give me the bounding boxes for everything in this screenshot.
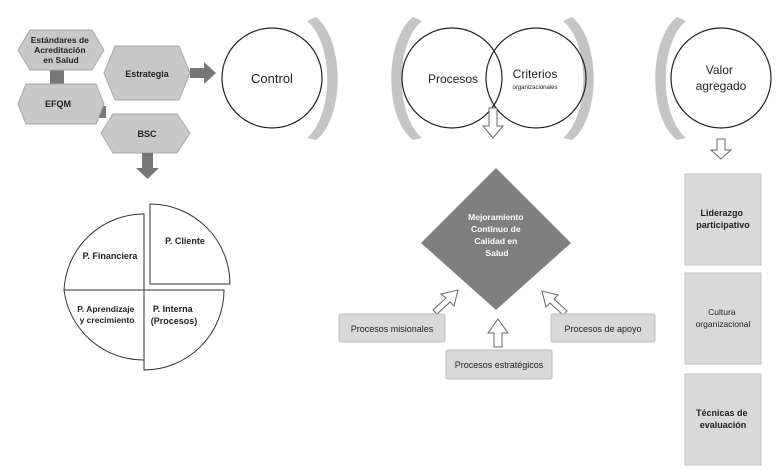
box-cultura-line-1: Cultura <box>708 307 736 317</box>
svg-text:Mejoramiento Continuo de: Mejoramiento Continuo de Calidad en Salu… <box>468 212 526 258</box>
hex-standards <box>17 29 105 71</box>
diamond-line-4: Salud <box>485 248 508 258</box>
hex-standards-line-2: Acreditación <box>34 45 86 55</box>
hex-efqm <box>17 83 105 125</box>
value-line-2: agregado <box>696 79 747 93</box>
value-circle <box>670 27 772 129</box>
box-liderazgo-line-1: Liderazgo <box>700 208 743 218</box>
pie-internal <box>143 289 225 371</box>
box-misionales <box>338 313 446 343</box>
pie-learning <box>63 289 145 361</box>
value-line-1: Valor <box>706 63 733 77</box>
arrow-bsc-down <box>136 153 159 179</box>
box-tecnicas <box>684 373 762 466</box>
hex-strategy <box>103 45 191 101</box>
pie-financial-label: P. Financiera <box>83 251 139 261</box>
box-cultura <box>684 272 762 365</box>
svg-text:Liderazgo participativo: Liderazgo participativo <box>696 208 750 230</box>
processes-circle <box>401 27 503 129</box>
svg-text:Valor agregado: Valor agregado <box>696 63 747 93</box>
control-circle <box>221 27 323 129</box>
pie-learning-line-2: y crecimiento <box>80 315 135 325</box>
perspectives-pie <box>63 203 231 371</box>
hex-standards-line-3: en Salud <box>43 55 78 65</box>
pie-financial <box>63 213 145 291</box>
hex-strategy-label: Estrategia <box>125 69 170 79</box>
criteria-right-arc <box>563 17 594 140</box>
arrow-apoyo <box>541 290 568 316</box>
box-tecnicas-line-2: evaluación <box>700 420 747 430</box>
svg-text:P. Aprendizaje y crecimien: P. Aprendizaje y crecimiento <box>77 304 137 325</box>
svg-text:Técnicas de evaluación: Técnicas de evaluación <box>696 408 750 430</box>
control-label: Control <box>251 71 293 86</box>
diamond-line-2: Continuo de <box>471 224 521 234</box>
pie-client-label: P. Cliente <box>165 236 205 246</box>
pie-learning-line-1: P. Aprendizaje <box>77 304 134 314</box>
hex-bsc-label: BSC <box>137 129 157 139</box>
arrow-value-down <box>709 138 733 160</box>
diamond-line-1: Mejoramiento <box>468 212 523 222</box>
criteria-label: Criterios <box>513 67 558 81</box>
value-left-arc <box>655 17 686 140</box>
improvement-diamond <box>421 168 571 310</box>
box-liderazgo-line-2: participativo <box>696 220 750 230</box>
box-estrategicos-label: Procesos estratégicos <box>455 360 544 370</box>
criteria-circle <box>485 27 587 129</box>
box-tecnicas-line-1: Técnicas de <box>696 408 748 418</box>
box-apoyo-label: Procesos de apoyo <box>564 324 641 334</box>
svg-text:P. Interna (Procesos): P. Interna (Procesos) <box>151 304 198 326</box>
arrow-misionales <box>432 289 459 315</box>
hex-bsc <box>100 113 191 154</box>
arrow-criteria-down <box>481 107 505 139</box>
pie-internal-line-1: P. Interna <box>153 304 194 314</box>
processes-left-arc <box>391 17 422 140</box>
box-liderazgo <box>684 173 762 266</box>
svg-text:Estándares de Acreditación: Estándares de Acreditación en Salud <box>31 35 92 65</box>
svg-text:Cultura organizacional: Cultura organizacional <box>696 307 751 329</box>
control-arc <box>307 17 338 140</box>
pie-client <box>149 203 231 285</box>
arrow-estrategicos <box>487 318 509 348</box>
criteria-sublabel: organizacionales <box>512 85 557 91</box>
hex-standards-line-1: Estándares de <box>31 35 89 45</box>
box-cultura-line-2: organizacional <box>696 319 751 329</box>
diamond-line-3: Calidad en <box>474 236 517 246</box>
processes-label: Procesos <box>428 72 478 86</box>
box-apoyo <box>550 313 656 343</box>
box-estrategicos <box>445 349 553 380</box>
box-misionales-label: Procesos misionales <box>351 324 434 334</box>
arrow-strategy-to-control <box>190 62 216 84</box>
hex-efqm-label: EFQM <box>45 99 71 109</box>
pie-internal-line-2: (Procesos) <box>151 316 198 326</box>
